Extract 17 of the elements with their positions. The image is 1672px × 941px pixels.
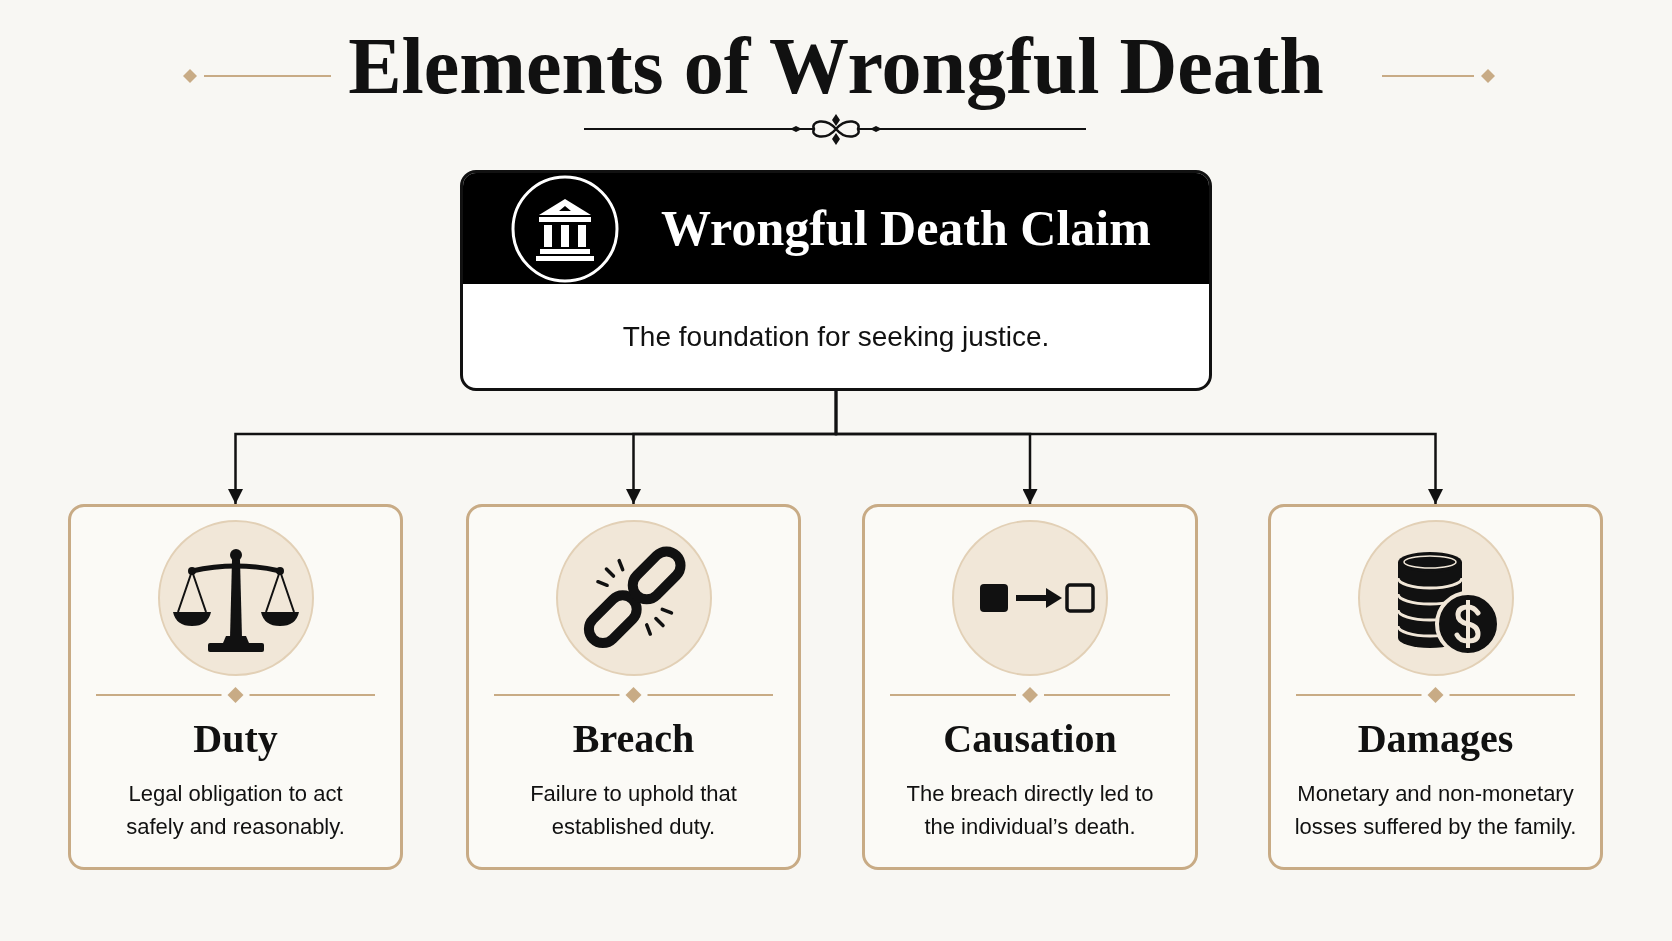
- element-card: [68, 504, 403, 870]
- card-description: Failure to uphold that established duty.: [529, 780, 738, 841]
- card-heading: Damages: [1357, 717, 1514, 761]
- card-description: Legal obligation to act safely and reasonably.: [125, 780, 346, 841]
- card-heading: Duty: [193, 717, 278, 761]
- box-heading: Wrongful Death Claim: [661, 199, 1151, 258]
- summary-box: [460, 170, 1212, 391]
- card-description: Monetary and non-monetary losses suffered by the family.: [1293, 780, 1578, 841]
- arrow: [834, 391, 1443, 504]
- element-card: [466, 504, 801, 870]
- card-heading: Causation: [943, 717, 1117, 761]
- card-heading: Breach: [572, 717, 695, 761]
- box-description: The foundation for seeking justice.: [622, 319, 1050, 354]
- element-card: [862, 504, 1198, 870]
- element-card: [1268, 504, 1603, 870]
- card-description: The breach directly led to the individual’s death.: [905, 780, 1155, 841]
- title: Elements of Wrongful Death: [348, 24, 1324, 108]
